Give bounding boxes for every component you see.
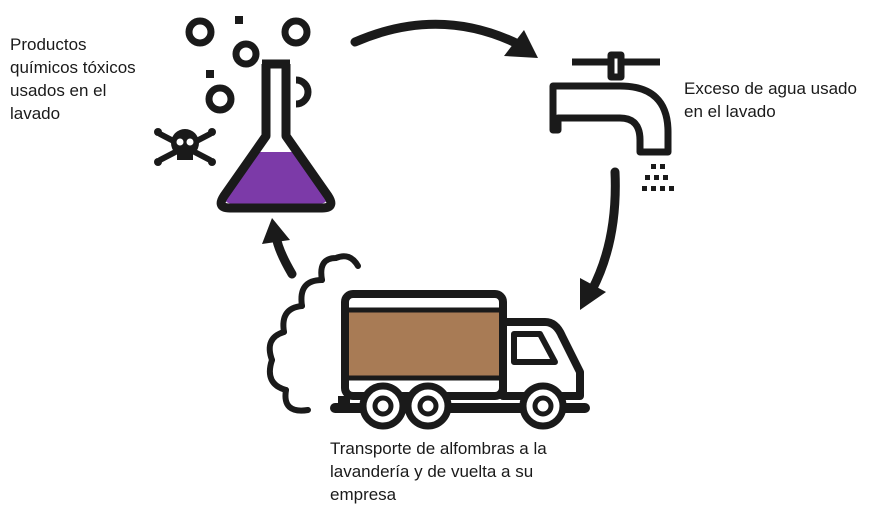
chemicals-label: Productos químicos tóxicos usados en el …	[10, 35, 136, 123]
arrow-chem-to-water	[350, 19, 538, 58]
faucet-icon	[549, 51, 672, 156]
water-label: Exceso de agua usado en el lavado	[684, 79, 857, 121]
flask-icon	[216, 59, 336, 213]
transport-label: Transporte de alfombras a la lavandería …	[330, 439, 547, 504]
arrow-water-to-truck	[580, 167, 620, 310]
bubbles-icon	[185, 16, 312, 114]
truck-icon	[330, 290, 590, 430]
exhaust-smoke-icon	[266, 253, 361, 414]
skull-crossbones-icon	[154, 128, 216, 166]
water-drops-icon	[642, 164, 674, 191]
arrow-truck-to-chem	[262, 218, 297, 279]
